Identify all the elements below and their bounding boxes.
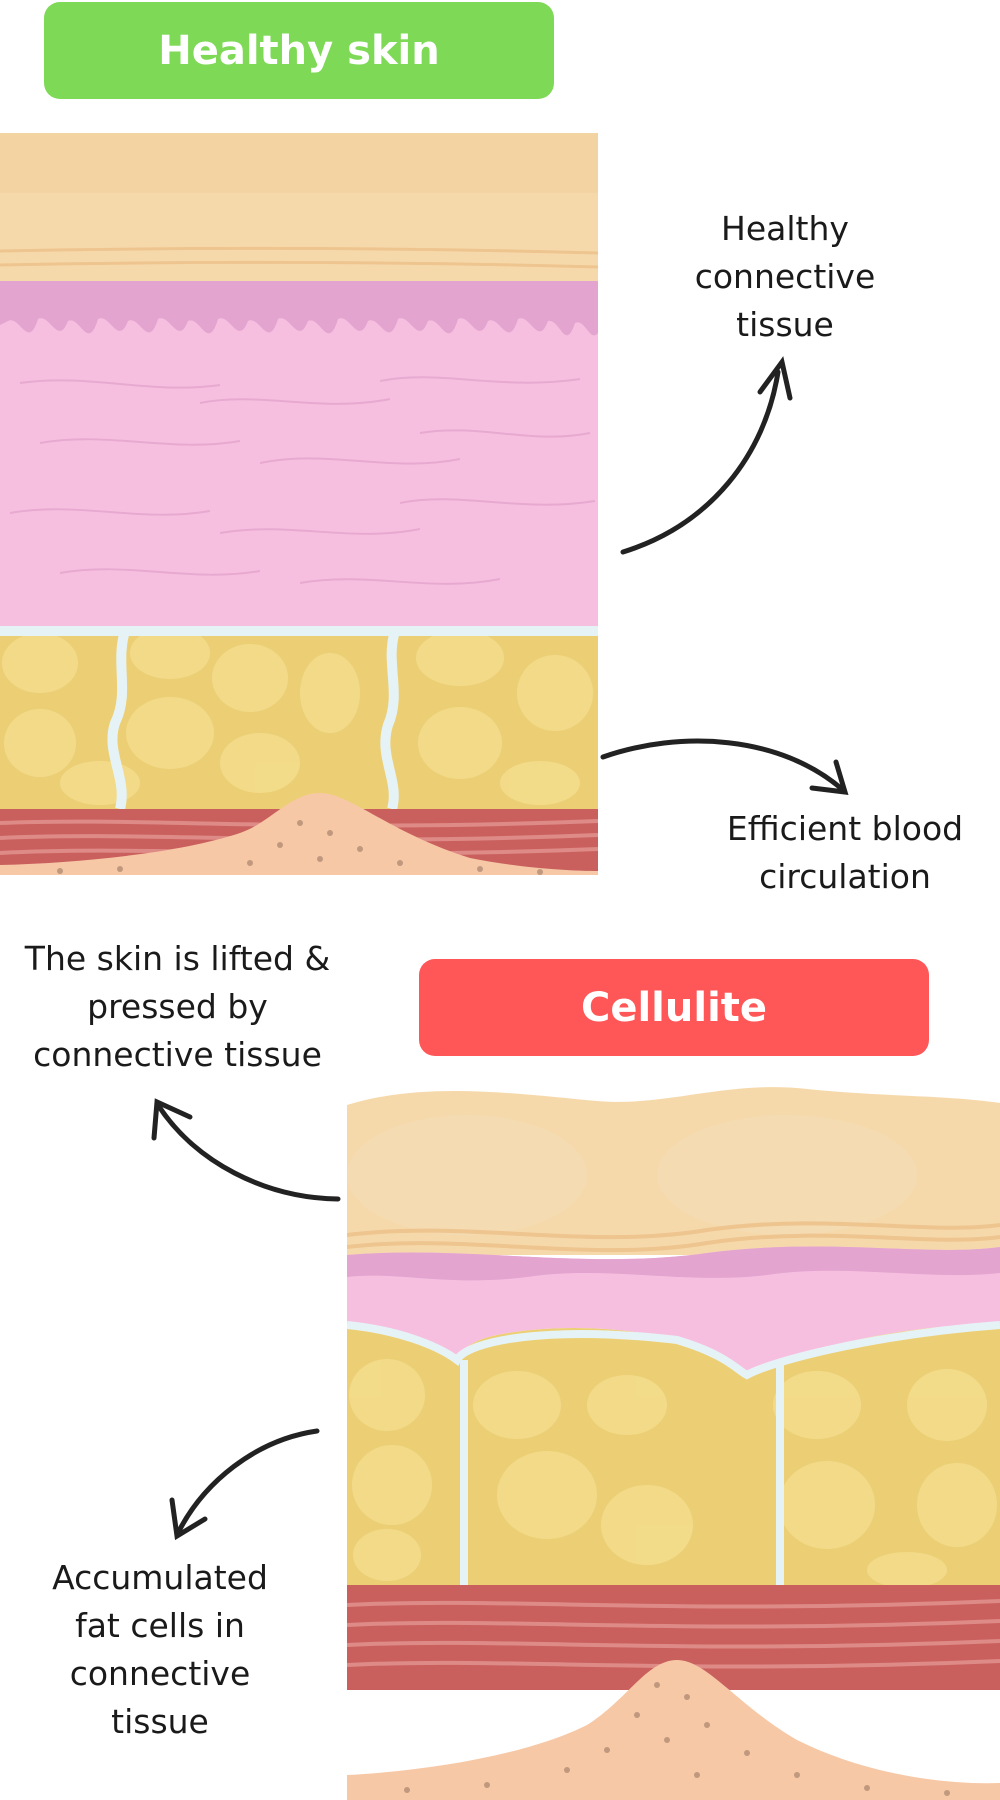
label-line: connective: [69, 1654, 251, 1693]
label-line: circulation: [759, 857, 931, 896]
arrow-to-accumulated-text: [175, 1428, 320, 1536]
label-accumulated-fat-cells: Accumulated fat cells in connective tiss…: [20, 1554, 300, 1746]
label-line: tissue: [111, 1702, 209, 1741]
label-line: pressed by: [87, 987, 268, 1026]
healthy-skin-badge: Healthy skin: [44, 2, 554, 99]
label-line: tissue: [736, 305, 834, 344]
cellulite-badge: Cellulite: [419, 959, 929, 1056]
arrow-to-blood-circulation: [600, 738, 846, 793]
label-line: connective: [694, 257, 876, 296]
label-line: fat cells in: [75, 1606, 245, 1645]
label-line: Healthy: [721, 209, 849, 248]
label-line: connective tissue: [33, 1035, 322, 1074]
arrow-to-connective-tissue: [620, 369, 781, 555]
dermis-papillae: [0, 281, 598, 336]
healthy-skin-illustration: [0, 133, 598, 875]
label-efficient-blood-circulation: Efficient blood circulation: [700, 805, 990, 901]
label-healthy-connective-tissue: Healthy connective tissue: [640, 205, 930, 349]
arrow-to-lifted-text: [155, 1102, 341, 1202]
connective-septa: [0, 626, 598, 811]
label-skin-lifted-pressed: The skin is lifted & pressed by connecti…: [10, 935, 345, 1079]
bone-layer: [0, 793, 598, 875]
label-line: The skin is lifted &: [24, 939, 331, 978]
connective-septa: [347, 1321, 1000, 1585]
cellulite-illustration: [347, 1087, 1000, 1800]
bone-layer: [347, 1660, 1000, 1800]
dermis-layer: [0, 281, 598, 629]
label-line: Efficient blood: [726, 809, 964, 848]
label-line: Accumulated: [52, 1558, 268, 1597]
